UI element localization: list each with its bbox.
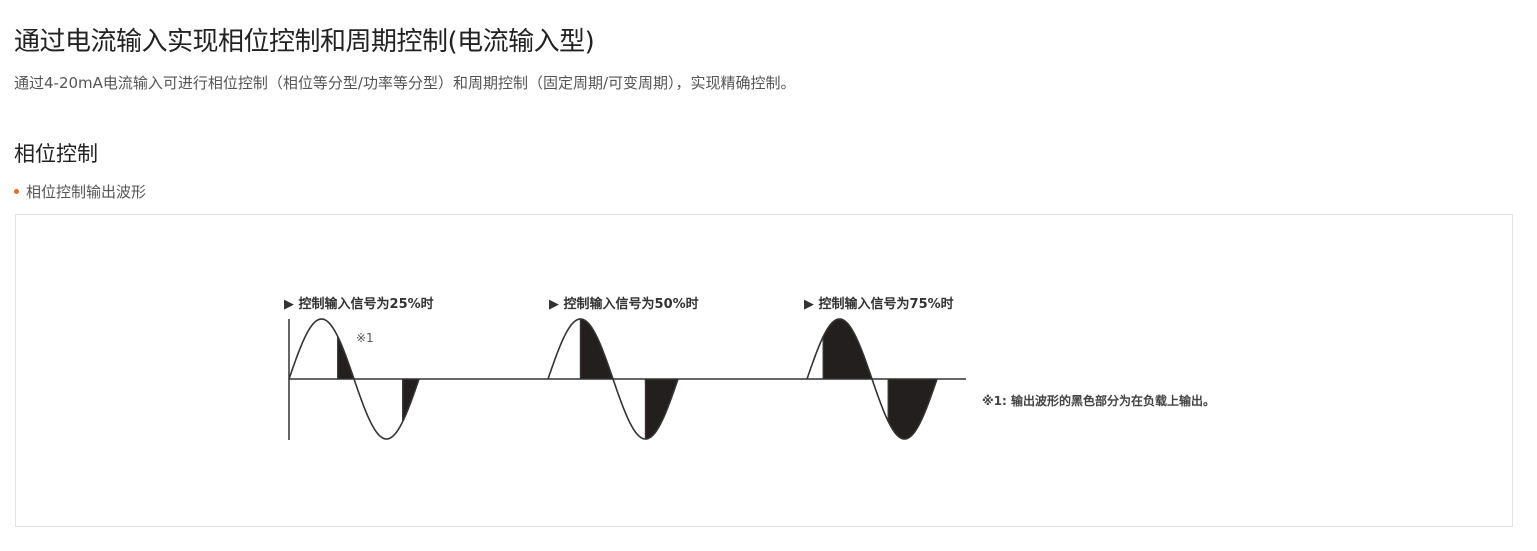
output-note: ※1: 输出波形的黑色部分为在负载上输出。	[982, 393, 1215, 408]
output-region-75-negative	[888, 379, 937, 439]
note-marker: ※1	[356, 331, 374, 345]
waveform-figure: ▶ 控制输入信号为25%时 ▶ 控制输入信号为50%时 ▶ 控制输入信号为75%…	[15, 214, 1513, 527]
wave-label-75: ▶ 控制输入信号为75%时	[804, 296, 954, 312]
output-region-75-positive	[823, 319, 872, 379]
wave-label-25: ▶ 控制输入信号为25%时	[284, 296, 434, 312]
output-region-50-negative	[645, 379, 678, 439]
page-title: 通过电流输入实现相位控制和周期控制(电流输入型)	[14, 27, 595, 57]
output-region-50-positive	[580, 319, 613, 379]
wave-label-50: ▶ 控制输入信号为50%时	[549, 296, 699, 312]
bullet-item-label: 相位控制输出波形	[26, 183, 147, 201]
bullet-item: 相位控制输出波形	[14, 181, 146, 203]
waveform-diagram: ▶ 控制输入信号为25%时 ▶ 控制输入信号为50%时 ▶ 控制输入信号为75%…	[284, 296, 1215, 440]
page-description: 通过4-20mA电流输入可进行相位控制（相位等分型/功率等分型）和周期控制（固定…	[14, 74, 796, 92]
section-title: 相位控制	[14, 142, 98, 166]
bullet-dot-icon	[14, 189, 19, 194]
